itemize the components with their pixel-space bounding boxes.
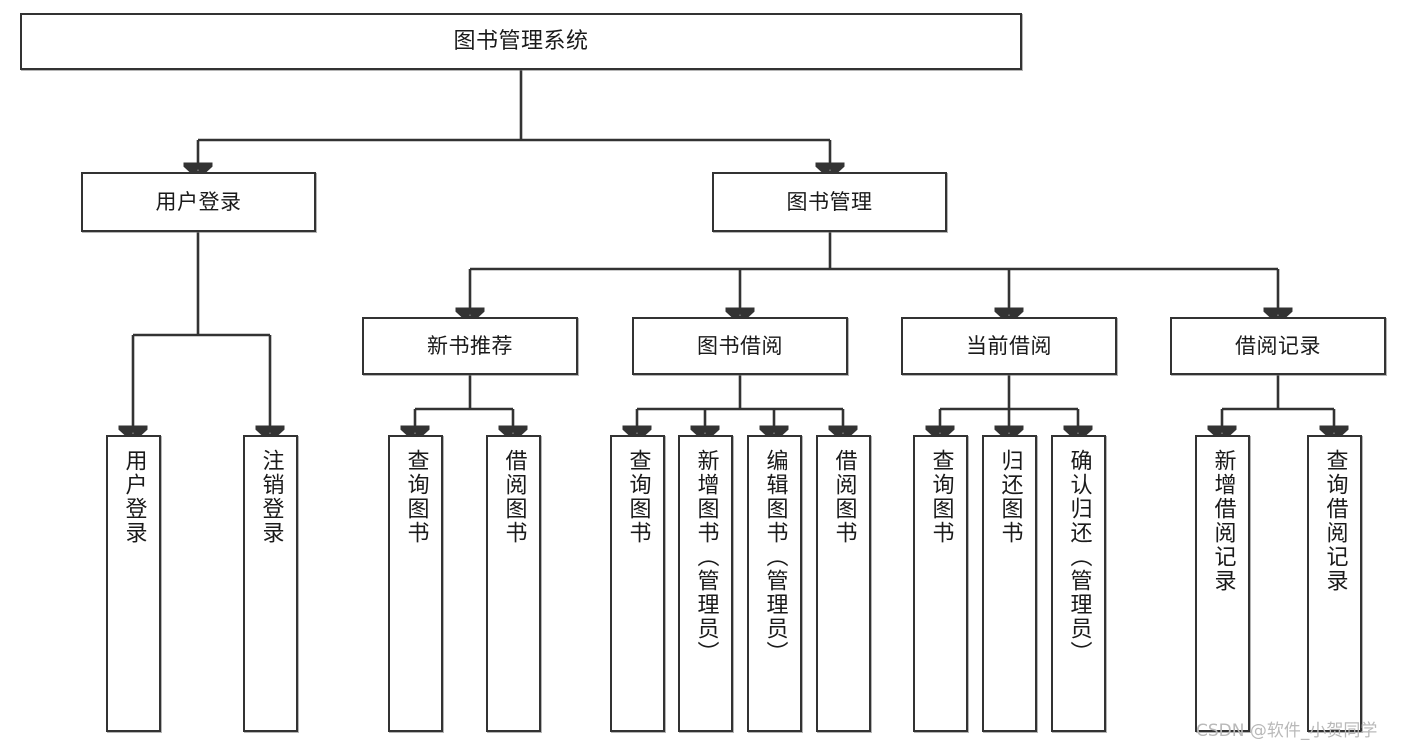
leaf-borrow-record-add[interactable]: 新增借阅记录: [1195, 435, 1250, 732]
node-label: 查询图书: [403, 449, 429, 545]
node-current-borrow[interactable]: 当前借阅: [901, 317, 1117, 375]
node-label: 查询图书: [928, 449, 954, 545]
leaf-borrow-record-query[interactable]: 查询借阅记录: [1307, 435, 1362, 732]
node-label: 新书推荐: [427, 333, 513, 358]
leaf-current-borrow-query[interactable]: 查询图书: [913, 435, 968, 732]
leaf-new-book-query[interactable]: 查询图书: [388, 435, 443, 732]
node-label: 注销登录: [258, 449, 284, 545]
node-label: 查询图书: [625, 449, 651, 545]
node-label: 用户登录: [155, 189, 242, 214]
node-label: 新增图书（管理员）: [693, 449, 719, 665]
node-user-login[interactable]: 用户登录: [81, 172, 316, 232]
leaf-book-borrow-borrow[interactable]: 借阅图书: [816, 435, 871, 732]
leaf-current-borrow-confirm-return[interactable]: 确认归还（管理员）: [1051, 435, 1106, 732]
node-label: 图书借阅: [697, 333, 783, 358]
node-label: 编辑图书（管理员）: [762, 449, 788, 665]
node-label: 确认归还（管理员）: [1066, 449, 1092, 665]
leaf-new-book-borrow[interactable]: 借阅图书: [486, 435, 541, 732]
node-root-system[interactable]: 图书管理系统: [20, 13, 1022, 70]
node-label: 新增借阅记录: [1210, 449, 1236, 593]
node-borrow-record[interactable]: 借阅记录: [1170, 317, 1386, 375]
leaf-user-login-logout[interactable]: 注销登录: [243, 435, 298, 732]
node-label: 当前借阅: [966, 333, 1052, 358]
leaf-book-borrow-edit[interactable]: 编辑图书（管理员）: [747, 435, 802, 732]
node-label: 借阅记录: [1235, 333, 1321, 358]
leaf-current-borrow-return[interactable]: 归还图书: [982, 435, 1037, 732]
leaf-user-login-login[interactable]: 用户登录: [106, 435, 161, 732]
node-book-borrow[interactable]: 图书借阅: [632, 317, 848, 375]
leaf-book-borrow-add[interactable]: 新增图书（管理员）: [678, 435, 733, 732]
csdn-watermark: CSDN @软件_小贺同学: [1196, 721, 1378, 741]
node-new-book-recommend[interactable]: 新书推荐: [362, 317, 578, 375]
node-label: 归还图书: [997, 449, 1023, 545]
node-label: 借阅图书: [501, 449, 527, 545]
node-label: 查询借阅记录: [1322, 449, 1348, 593]
node-label: 用户登录: [121, 449, 147, 545]
node-label: 借阅图书: [831, 449, 857, 545]
node-label: 图书管理: [786, 189, 873, 214]
node-book-manage[interactable]: 图书管理: [712, 172, 947, 232]
leaf-book-borrow-query[interactable]: 查询图书: [610, 435, 665, 732]
node-label: 图书管理系统: [453, 28, 589, 54]
